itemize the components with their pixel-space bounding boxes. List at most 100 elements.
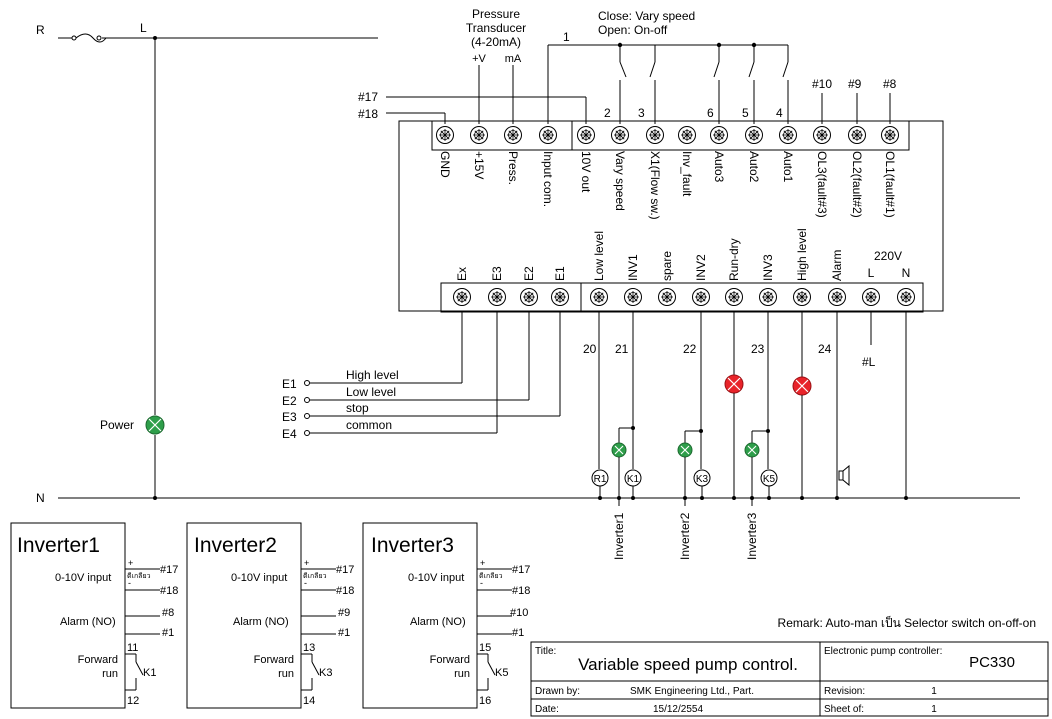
inverter-3: Inverter3 0-10V input + - ตีเกลียว #17 #… bbox=[362, 522, 530, 709]
top-terminal-auto2 bbox=[745, 126, 763, 144]
bottom-terminal-label-e1: E1 bbox=[553, 266, 567, 281]
top-terminal-label-auto2: Auto2 bbox=[747, 151, 761, 183]
inverter-1-alarm-b: #1 bbox=[162, 627, 174, 639]
top-terminal-block-b bbox=[571, 120, 910, 151]
inverter-3-fwd-2: run bbox=[454, 668, 470, 680]
switch-contact-auto1 bbox=[782, 61, 789, 78]
bottom-terminal-label-e2: E2 bbox=[522, 266, 536, 281]
wire-21: 21 bbox=[615, 342, 629, 356]
switch-contact-vary bbox=[619, 61, 627, 78]
inverter-2-in-minus: #18 bbox=[336, 585, 354, 597]
bottom-terminal-low-level bbox=[590, 288, 608, 306]
top-terminal-label-10v-out: 10V out bbox=[579, 151, 593, 193]
top-terminal-gnd bbox=[436, 126, 454, 144]
inverter-1-t-bot: 12 bbox=[127, 695, 139, 707]
fuse-icon bbox=[75, 33, 107, 43]
electrode-e1-tag: E1 bbox=[282, 377, 297, 391]
inverter-2-contact-icon bbox=[311, 661, 320, 676]
inverter-1-twisted: ตีเกลียว bbox=[127, 572, 151, 580]
wire-5: 5 bbox=[742, 106, 749, 120]
switch-note-1: Close: Vary speed bbox=[598, 9, 695, 23]
wire-23: 23 bbox=[751, 342, 765, 356]
line-l-label: L bbox=[140, 21, 147, 35]
power-lines: R L N bbox=[36, 21, 1020, 505]
title-block: Title: Variable speed pump control. Elec… bbox=[530, 641, 1049, 717]
wire-20: 20 bbox=[583, 342, 597, 356]
drawing-title: Variable speed pump control. bbox=[578, 655, 798, 674]
sheet: 1 bbox=[931, 704, 937, 715]
top-terminal-10v-out bbox=[577, 126, 595, 144]
relay-k1-label: K1 bbox=[627, 474, 640, 485]
top-terminal-press bbox=[504, 126, 522, 144]
wire-9: #9 bbox=[848, 77, 862, 91]
supply-label: 220V bbox=[874, 249, 902, 263]
electrode-e1-label: High level bbox=[346, 368, 399, 382]
drawn-by: SMK Engineering Ltd., Part. bbox=[630, 686, 754, 697]
switch-contact-flow bbox=[649, 61, 656, 78]
inverter-2-in-plus: #17 bbox=[336, 564, 354, 576]
inverter-3-fwd-1: Forward bbox=[430, 654, 470, 666]
analog-wires: #17 #18 bbox=[358, 90, 587, 124]
top-terminal-vary-speed bbox=[611, 126, 629, 144]
wire-2: 2 bbox=[604, 106, 611, 120]
inverter-2-minus: - bbox=[304, 578, 307, 588]
drop-inverter3: Inverter3 bbox=[745, 512, 759, 560]
inverter-3-alarm-a: #10 bbox=[510, 607, 528, 619]
inverter-2-t-bot: 14 bbox=[303, 695, 315, 707]
switch-contact-auto3 bbox=[713, 61, 720, 78]
controller-model: PC330 bbox=[969, 654, 1015, 671]
inverter-3-input: 0-10V input bbox=[408, 572, 464, 584]
drop-inverter1: Inverter1 bbox=[612, 512, 626, 560]
top-terminal-x1-flow-sw bbox=[646, 126, 664, 144]
wire-18: #18 bbox=[358, 107, 378, 121]
transducer-title-3: (4-20mA) bbox=[471, 35, 521, 49]
inverter-2-alarm: Alarm (NO) bbox=[233, 616, 289, 628]
electrode-e2-label: Low level bbox=[346, 385, 396, 399]
bottom-terminal-label-e3: E3 bbox=[490, 266, 504, 281]
top-terminal-label-press: Press. bbox=[506, 151, 520, 185]
wire-10: #10 bbox=[812, 77, 832, 91]
inverter-3-minus: - bbox=[480, 578, 483, 588]
transducer-ma: mA bbox=[505, 53, 522, 65]
inverter-3-alarm-b: #1 bbox=[512, 627, 524, 639]
top-terminal-auto1 bbox=[779, 126, 797, 144]
relay-k5-label: K5 bbox=[763, 474, 776, 485]
inverter-3-title: Inverter3 bbox=[371, 534, 454, 557]
switch-note-2: Open: On-off bbox=[598, 23, 668, 37]
wire-4: 4 bbox=[776, 106, 783, 120]
inverter-1: Inverter1 0-10V input + - ตีเกลียว #17 #… bbox=[10, 522, 178, 709]
title-label: Title: bbox=[535, 646, 556, 657]
bottom-terminal-inv1 bbox=[624, 288, 642, 306]
bottom-terminal-label-spare: spare bbox=[660, 251, 674, 281]
relay-r1-label: R1 bbox=[594, 474, 607, 485]
sheet-label: Sheet of: bbox=[824, 704, 864, 715]
transducer-title-2: Transducer bbox=[466, 21, 526, 35]
inverter-2: Inverter2 0-10V input + - ตีเกลียว #17 #… bbox=[186, 522, 354, 709]
inverter-2-alarm-b: #1 bbox=[338, 627, 350, 639]
inverter-3-plus: + bbox=[480, 558, 485, 568]
inverter-3-contact-icon bbox=[487, 661, 496, 676]
inverter-1-minus: - bbox=[128, 578, 131, 588]
drawn-by-label: Drawn by: bbox=[535, 686, 580, 697]
electrode-e4-tag: E4 bbox=[282, 427, 297, 441]
inverter-3-twisted: ตีเกลียว bbox=[479, 572, 503, 580]
wire-1: 1 bbox=[563, 30, 570, 44]
bottom-terminal-ex bbox=[453, 288, 471, 306]
bottom-terminal-inv2 bbox=[692, 288, 710, 306]
top-terminal-input-com bbox=[539, 126, 557, 144]
fuse-terminal-left bbox=[71, 35, 77, 41]
relay-k3-label: K3 bbox=[696, 474, 709, 485]
bottom-terminal-l bbox=[862, 288, 880, 306]
revision-label: Revision: bbox=[824, 686, 865, 697]
inverter-1-contact: K1 bbox=[143, 667, 156, 679]
transducer-title-1: Pressure bbox=[472, 7, 520, 21]
electrodes: E1 E2 E3 E4 High level Low level stop co… bbox=[282, 311, 561, 441]
bottom-terminal-label-high-level: High level bbox=[795, 228, 809, 281]
top-terminal-ol1-fault-1 bbox=[881, 126, 899, 144]
line-r-label: R bbox=[36, 23, 45, 37]
wire-24: 24 bbox=[818, 342, 832, 356]
pressure-transducer: Pressure Transducer (4-20mA) +V mA bbox=[466, 7, 526, 124]
inverter-1-in-minus: #18 bbox=[160, 585, 178, 597]
bottom-terminal-block-b bbox=[580, 282, 924, 313]
